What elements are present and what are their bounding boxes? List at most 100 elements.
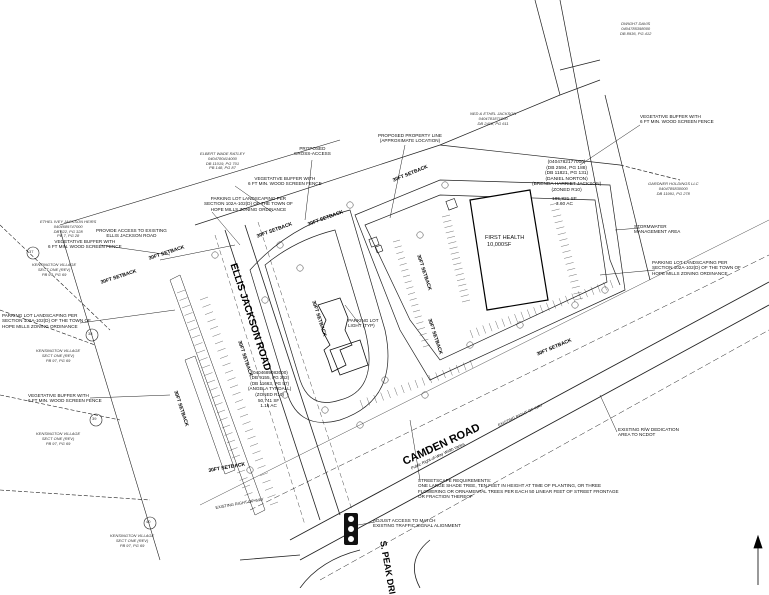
parking-stall-line [202, 304, 211, 308]
parking-stall-line [556, 226, 565, 229]
parking-stall-line [214, 402, 223, 406]
north-boundary-lines [194, 0, 681, 286]
parking-stall-line [459, 289, 468, 292]
parking-stall-line [407, 382, 412, 391]
parking-stall-line [571, 285, 580, 289]
note-veg-buffer-n: VEGETATIVE BUFFER WITH 6 FT MIN. WOOD SC… [248, 176, 322, 187]
parking-stall-line [226, 439, 236, 444]
parking-stall-line [533, 307, 537, 316]
note-veg-buffer-w: VEGETATIVE BUFFER WITH 6 FT MIN. WOOD SC… [28, 393, 102, 404]
parking-stall-line [179, 297, 188, 301]
parking-stall-line [456, 364, 460, 374]
parking-stall-line [449, 246, 458, 250]
parking-stall-line [204, 372, 213, 376]
parking-stall-line [416, 321, 424, 324]
parking-stall-line [397, 257, 406, 260]
parking-stall-line [184, 312, 193, 316]
note-provide-access: PROVIDE ACCESS TO EXISTING ELLIS JACKSON… [96, 228, 167, 239]
lot-38: 38 [88, 331, 93, 336]
parking-stall-line [546, 302, 550, 311]
parking-stall-line [196, 349, 206, 354]
parking-stall-line [259, 472, 269, 476]
parking-stall-line [603, 282, 607, 291]
parking-stall-line [206, 379, 216, 384]
lot-40: 40 [146, 519, 151, 524]
parking-stall-line [224, 370, 234, 374]
parking-stall-line [257, 465, 266, 469]
parking-stall-line [247, 435, 256, 440]
note-parking-landscape-w: PARKING LOT LANDSCAPING PER SECTION 102A… [2, 313, 91, 329]
parking-stall-line [241, 484, 251, 489]
parking-stall-line [231, 454, 241, 459]
parking-stall-line [214, 340, 224, 345]
owner-ratley: ELBERT WADE RATLEY 0404780414000 DB 1101… [200, 151, 245, 171]
parking-stall-line [458, 283, 467, 287]
parking-stall-line [451, 257, 461, 260]
owner-ethel-jackson: ETHEL IVEY JACKSON HEIRS 0404689747000 D… [40, 219, 97, 239]
parking-stall-line [551, 208, 560, 212]
note-veg-buffer-nw: VEGETATIVE BUFFER WITH 6 FT MIN. WOOD SC… [48, 239, 122, 250]
parking-stall-line [219, 417, 228, 421]
parking-stall-line [209, 326, 219, 330]
parking-stall-line [508, 316, 512, 325]
owner-dwight-davis: DWIGHT DAVIS 0404785398000 DB 8936, PG 4… [620, 21, 652, 36]
parking-stall-line [562, 250, 571, 253]
tree-symbol [281, 391, 289, 399]
parking-stall-line [264, 487, 274, 491]
parking-stall-line [186, 319, 196, 324]
parking-stall-line [584, 289, 588, 298]
parking-stall-line [460, 294, 469, 297]
note-stormwater: STORMWATER MANAGEMENT AREA [634, 224, 681, 235]
parking-stall-line [249, 443, 259, 447]
lot-37: 37 [29, 249, 34, 254]
parking-stall-line [244, 492, 253, 496]
parking-stall-line [568, 274, 577, 277]
parking-stall-line [476, 327, 480, 336]
east-parking-loop [354, 179, 626, 381]
parking-stall-line [539, 304, 544, 314]
note-cross-access: PROPOSED CROSS-ACCESS [294, 146, 331, 157]
parking-stall-line [191, 334, 201, 339]
parking-stall-line [520, 311, 525, 320]
tree-symbol [416, 231, 424, 239]
parking-stall-line [564, 256, 573, 259]
parking-stall-line [461, 299, 471, 303]
parking-stall-line [422, 344, 431, 348]
parking-stall-line [435, 372, 439, 381]
parking-stall-line [421, 377, 426, 386]
parking-stall-line [549, 202, 559, 206]
parking-stall-line [401, 384, 405, 394]
tree-symbol [441, 181, 449, 189]
tree-symbol [571, 301, 579, 309]
parking-stall-line [267, 494, 276, 498]
note-parking-light: PARKING LOT LIGHT (TYP) [348, 318, 379, 329]
building-area: 10,000SF [487, 242, 512, 248]
parking-stall-line [366, 397, 371, 406]
parking-stall-line [456, 278, 466, 281]
parking-stall-line [227, 377, 236, 381]
tree-symbol [601, 286, 609, 294]
traffic-signal-icon [344, 513, 358, 545]
note-veg-buffer-ne: VEGETATIVE BUFFER WITH 6 FT MIN. WOOD SC… [640, 114, 714, 125]
parking-stall-line [501, 318, 505, 327]
owner-kensington-1: KENSINGTON VILLAGE SECT ONE (REV) PB 97,… [32, 262, 77, 277]
parking-stall-line [217, 348, 226, 352]
tree-symbol [466, 341, 474, 349]
peak-drive-lines [239, 539, 431, 588]
parking-stall-line [236, 469, 246, 474]
parking-stall-line [209, 387, 218, 391]
tree-symbol [211, 251, 219, 259]
parking-stall-line [199, 296, 209, 301]
clinic-building-west [317, 297, 369, 376]
parking-stall-line [414, 379, 419, 389]
parking-stall-line [394, 245, 402, 249]
parking-stall-line [269, 501, 279, 506]
tree-symbol [276, 241, 284, 249]
parking-stall-line [232, 392, 241, 396]
parking-stall-line [246, 499, 256, 504]
parking-stall-line [237, 406, 246, 410]
west-parcel-area: 50,741 SF 1.16 AC [258, 398, 280, 409]
parking-stall-line [428, 374, 432, 384]
parking-stall-line [401, 268, 409, 272]
